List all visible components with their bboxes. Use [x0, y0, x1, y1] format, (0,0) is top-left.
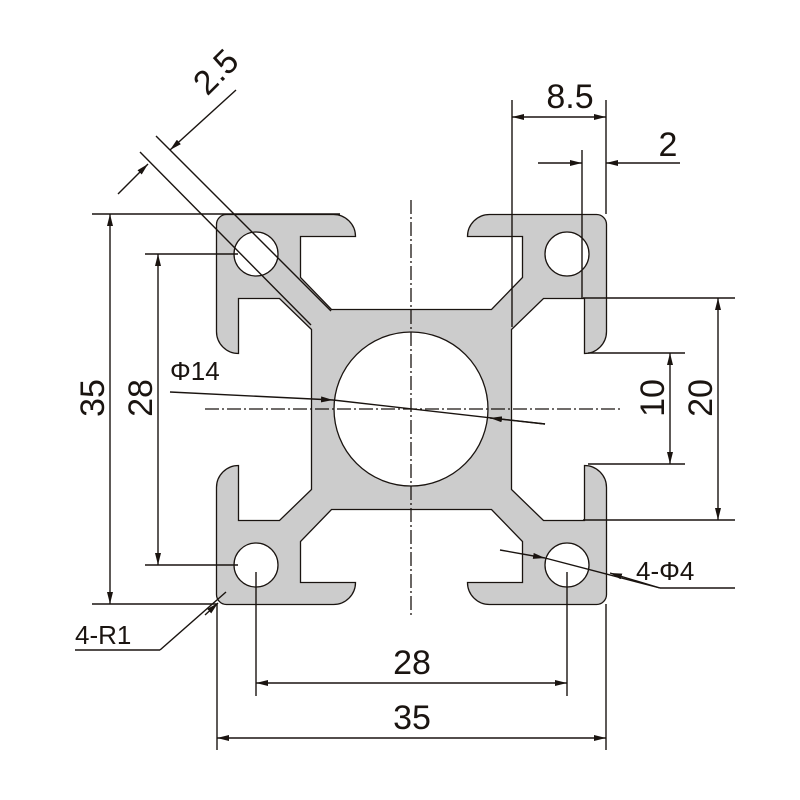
dim-slot-outer: 20	[682, 379, 720, 417]
dim-hole-pitch-horizontal: 28	[393, 644, 431, 682]
dim-corner-radius: 4-R1	[75, 620, 131, 650]
dim-wall: 2	[659, 126, 678, 164]
hole	[544, 231, 590, 277]
dim-overall-width: 35	[393, 699, 431, 737]
dim-center-bore: Φ14	[170, 356, 220, 386]
dim-overall-height: 35	[74, 379, 112, 417]
mounting-holes	[233, 231, 590, 588]
dim-holes: 4-Φ4	[636, 556, 694, 586]
dim-diagonal-wall: 2.5	[186, 42, 246, 102]
dim-hole-pitch-vertical: 28	[122, 379, 160, 417]
dim-top-width: 8.5	[546, 78, 593, 116]
dimension-lines	[75, 89, 735, 750]
dim-slot-opening: 10	[634, 379, 672, 417]
